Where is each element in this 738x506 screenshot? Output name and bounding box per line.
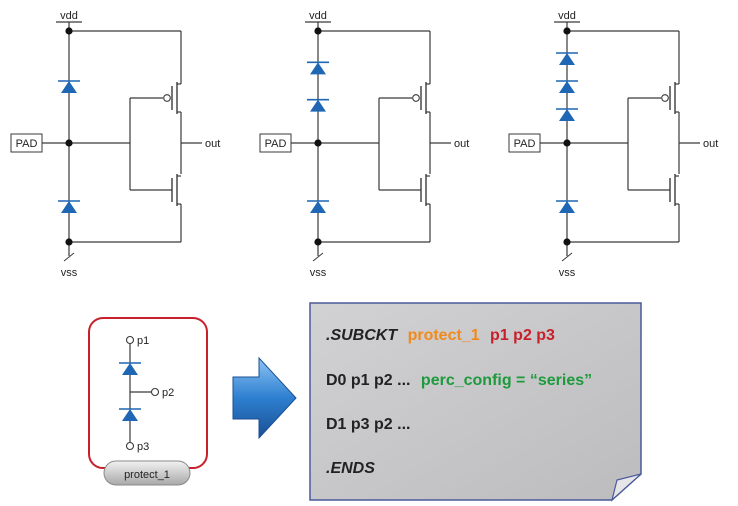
circuit-2: vdd vss PAD out xyxy=(259,10,469,279)
symbol-name: protect_1 xyxy=(124,469,170,481)
circuit-1: vdd vss PAD out xyxy=(10,10,220,279)
pin-label-p2: p2 xyxy=(162,387,174,399)
vss-node xyxy=(563,238,571,246)
vdd-node xyxy=(563,27,571,35)
diode-triangle xyxy=(310,99,326,112)
vdd-node xyxy=(65,27,73,35)
device-d1: D1 p3 p2 ... xyxy=(326,416,410,433)
pad-node xyxy=(563,139,571,147)
vss-label: vss xyxy=(559,267,576,279)
vss-mark xyxy=(312,252,324,262)
diode-triangle xyxy=(559,81,575,93)
pin-label-p1: p1 xyxy=(137,335,149,347)
top-diode-2 xyxy=(307,98,329,112)
netlist-line-1: .SUBCKT protect_1 p1 p2 p3 xyxy=(326,327,555,344)
top-diode-3 xyxy=(556,108,578,121)
pmos-bubble xyxy=(163,94,171,102)
vdd-label: vdd xyxy=(558,10,576,22)
bottom-diode xyxy=(307,200,329,213)
top-diode-2 xyxy=(556,80,578,93)
symbol-name-tab xyxy=(103,460,191,486)
out-label: out xyxy=(703,138,718,150)
diode-triangle xyxy=(122,409,138,421)
transform-arrow xyxy=(232,356,297,440)
pad-label: PAD xyxy=(514,138,536,150)
pin-label-p3: p3 xyxy=(137,441,149,453)
pad-node xyxy=(65,139,73,147)
diode-triangle xyxy=(61,81,77,93)
vdd-node xyxy=(314,27,322,35)
top-diode-1 xyxy=(307,61,329,75)
vss-mark xyxy=(63,252,75,262)
device-d0: D0 p1 p2 ... xyxy=(326,372,410,389)
ends-keyword: .ENDS xyxy=(326,460,375,477)
protect-symbol: protect_1 p1 p2 p3 xyxy=(88,317,208,486)
vdd-label: vdd xyxy=(60,10,78,22)
pin-p1 xyxy=(125,335,135,345)
netlist-line-2: D0 p1 p2 ... perc_config = “series” xyxy=(326,372,592,389)
note-page-curl xyxy=(610,473,642,502)
symbol-diode-bottom xyxy=(119,408,141,421)
pin-p2 xyxy=(150,387,160,397)
circuits-row: vdd vss PAD out vdd vss PAD out vdd vss PAD out xyxy=(10,10,718,279)
pad-label: PAD xyxy=(265,138,287,150)
symbol-body: p1 p2 p3 xyxy=(119,335,174,453)
subckt-name: protect_1 xyxy=(408,327,480,344)
out-label: out xyxy=(454,138,469,150)
vss-node xyxy=(314,238,322,246)
symbol-diode-top xyxy=(119,362,141,375)
diode-triangle xyxy=(559,53,575,65)
diode-triangle xyxy=(559,201,575,213)
pin-p3 xyxy=(125,441,135,451)
diode-triangle xyxy=(310,62,326,75)
diode-triangle xyxy=(559,109,575,121)
netlist-note: .SUBCKT protect_1 p1 p2 p3 D0 p1 p2 ... … xyxy=(309,302,642,502)
top-diode-1 xyxy=(556,52,578,65)
diode-triangle xyxy=(310,201,326,213)
top-diode-1 xyxy=(58,80,80,93)
circuit-3: vdd vss PAD out xyxy=(508,10,718,279)
diode-triangle xyxy=(122,363,138,375)
bottom-diode xyxy=(556,200,578,213)
vss-label: vss xyxy=(61,267,78,279)
pmos-bubble xyxy=(661,94,669,102)
vss-node xyxy=(65,238,73,246)
subckt-keyword: .SUBCKT xyxy=(326,327,398,344)
vdd-label: vdd xyxy=(309,10,327,22)
perc-config: perc_config = “series” xyxy=(421,372,592,389)
vss-mark xyxy=(561,252,573,262)
subckt-ports: p1 p2 p3 xyxy=(490,327,555,344)
vss-label: vss xyxy=(310,267,327,279)
pad-label: PAD xyxy=(16,138,38,150)
diode-triangle xyxy=(61,201,77,213)
pmos-bubble xyxy=(412,94,420,102)
bottom-diode xyxy=(58,200,80,213)
pad-node xyxy=(314,139,322,147)
out-label: out xyxy=(205,138,220,150)
